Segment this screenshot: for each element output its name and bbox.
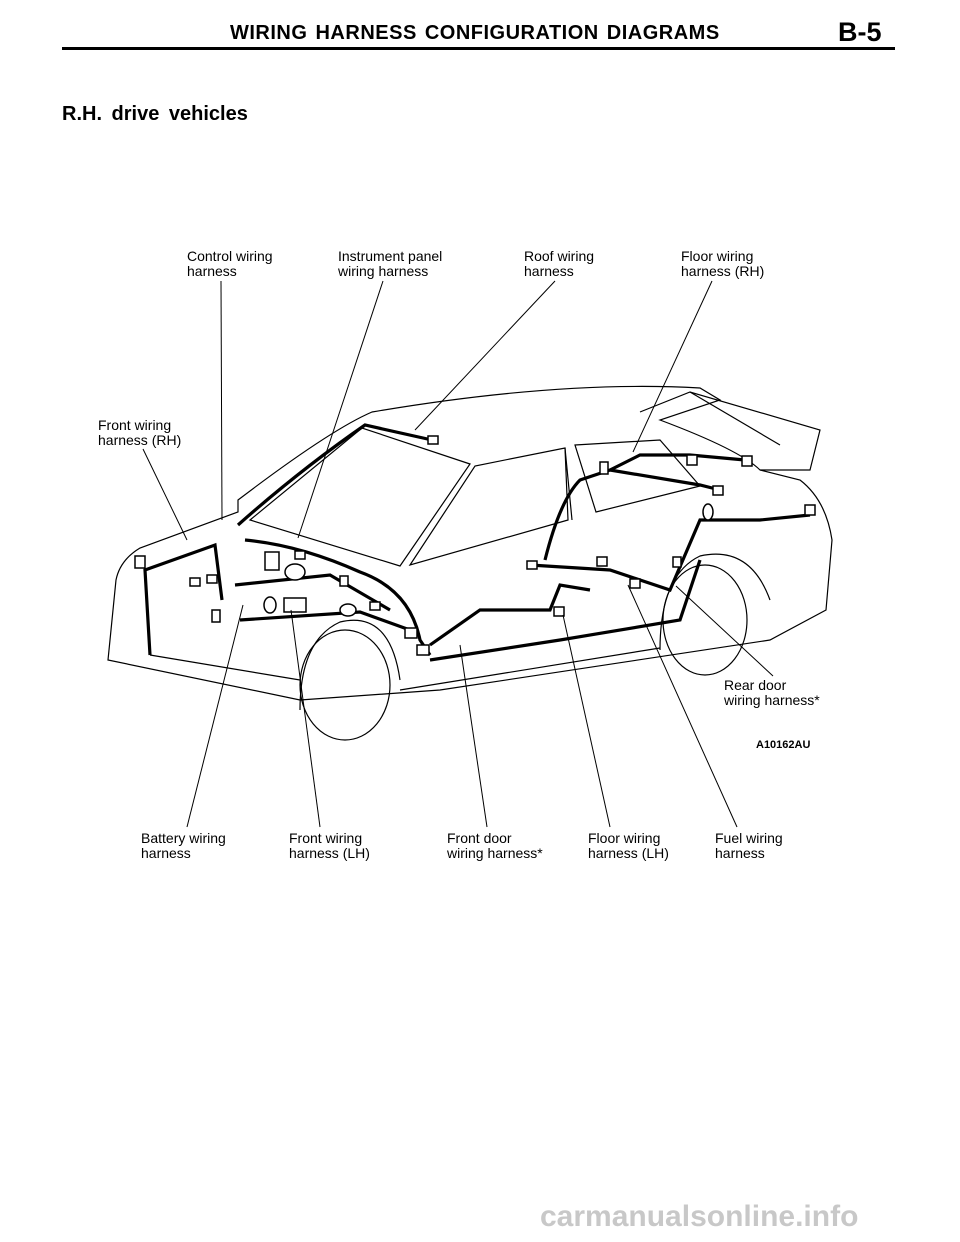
label-front-wiring-harness-rh: Front wiring harness (RH) <box>98 417 182 448</box>
watermark: carmanualsonline.info <box>540 1200 859 1233</box>
label-control-wiring-harness: Control wiring harness <box>187 248 273 279</box>
label-instrument-panel-wiring-harness: Instrument panel wiring harness <box>338 248 443 279</box>
label-rear-door-wiring-harness: Rear door wiring harness* <box>724 677 820 708</box>
harness-lines <box>143 423 811 662</box>
label-front-door-wiring-harness: Front door wiring harness* <box>447 830 543 861</box>
page-number: B-5 <box>838 17 882 47</box>
section-title: R.H. drive vehicles <box>62 103 248 125</box>
label-floor-wiring-harness-rh: Floor wiring harness (RH) <box>681 248 765 279</box>
header-title: WIRING HARNESS CONFIGURATION DIAGRAMS <box>230 22 720 44</box>
label-floor-wiring-harness-lh: Floor wiring harness (LH) <box>588 830 669 861</box>
label-battery-wiring-harness: Battery wiring harness <box>141 830 226 861</box>
leader-lines <box>142 280 774 828</box>
label-roof-wiring-harness: Roof wiring harness <box>524 248 595 279</box>
figure-code: A10162AU <box>756 739 811 751</box>
label-front-wiring-harness-lh: Front wiring harness (LH) <box>289 830 370 861</box>
connectors <box>134 435 816 656</box>
header-rule <box>62 47 895 50</box>
label-fuel-wiring-harness: Fuel wiring harness <box>715 830 783 861</box>
